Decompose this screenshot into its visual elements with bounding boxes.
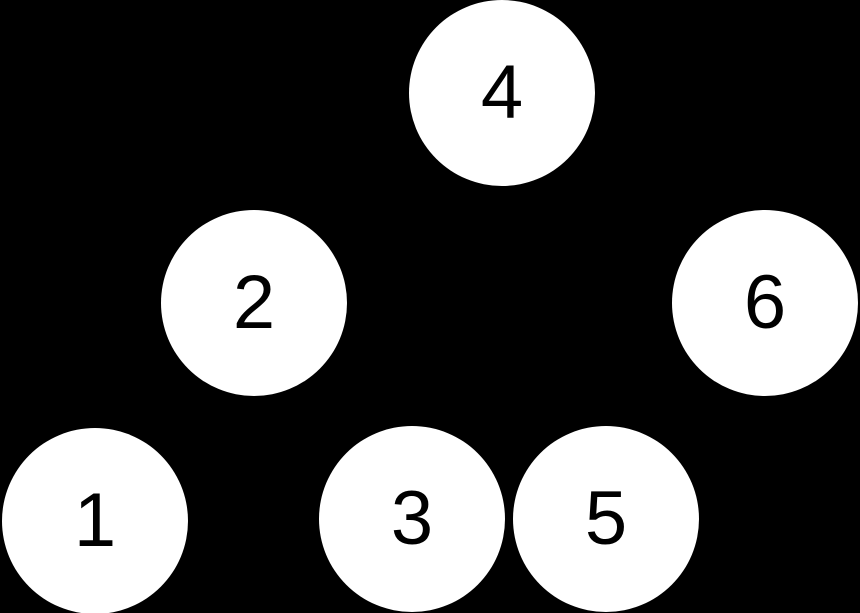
tree-node-label: 5 <box>584 476 628 561</box>
tree-node-4: 4 <box>409 0 595 186</box>
tree-node-2: 2 <box>161 210 347 396</box>
tree-node-5: 5 <box>513 426 699 612</box>
tree-node-1: 1 <box>2 428 188 613</box>
tree-node-label: 1 <box>73 478 117 563</box>
tree-node-3: 3 <box>319 426 505 612</box>
tree-node-label: 3 <box>390 476 434 561</box>
tree-node-label: 2 <box>232 260 276 345</box>
tree-node-6: 6 <box>672 210 858 396</box>
tree-node-label: 6 <box>743 260 787 345</box>
tree-node-label: 4 <box>480 50 524 135</box>
